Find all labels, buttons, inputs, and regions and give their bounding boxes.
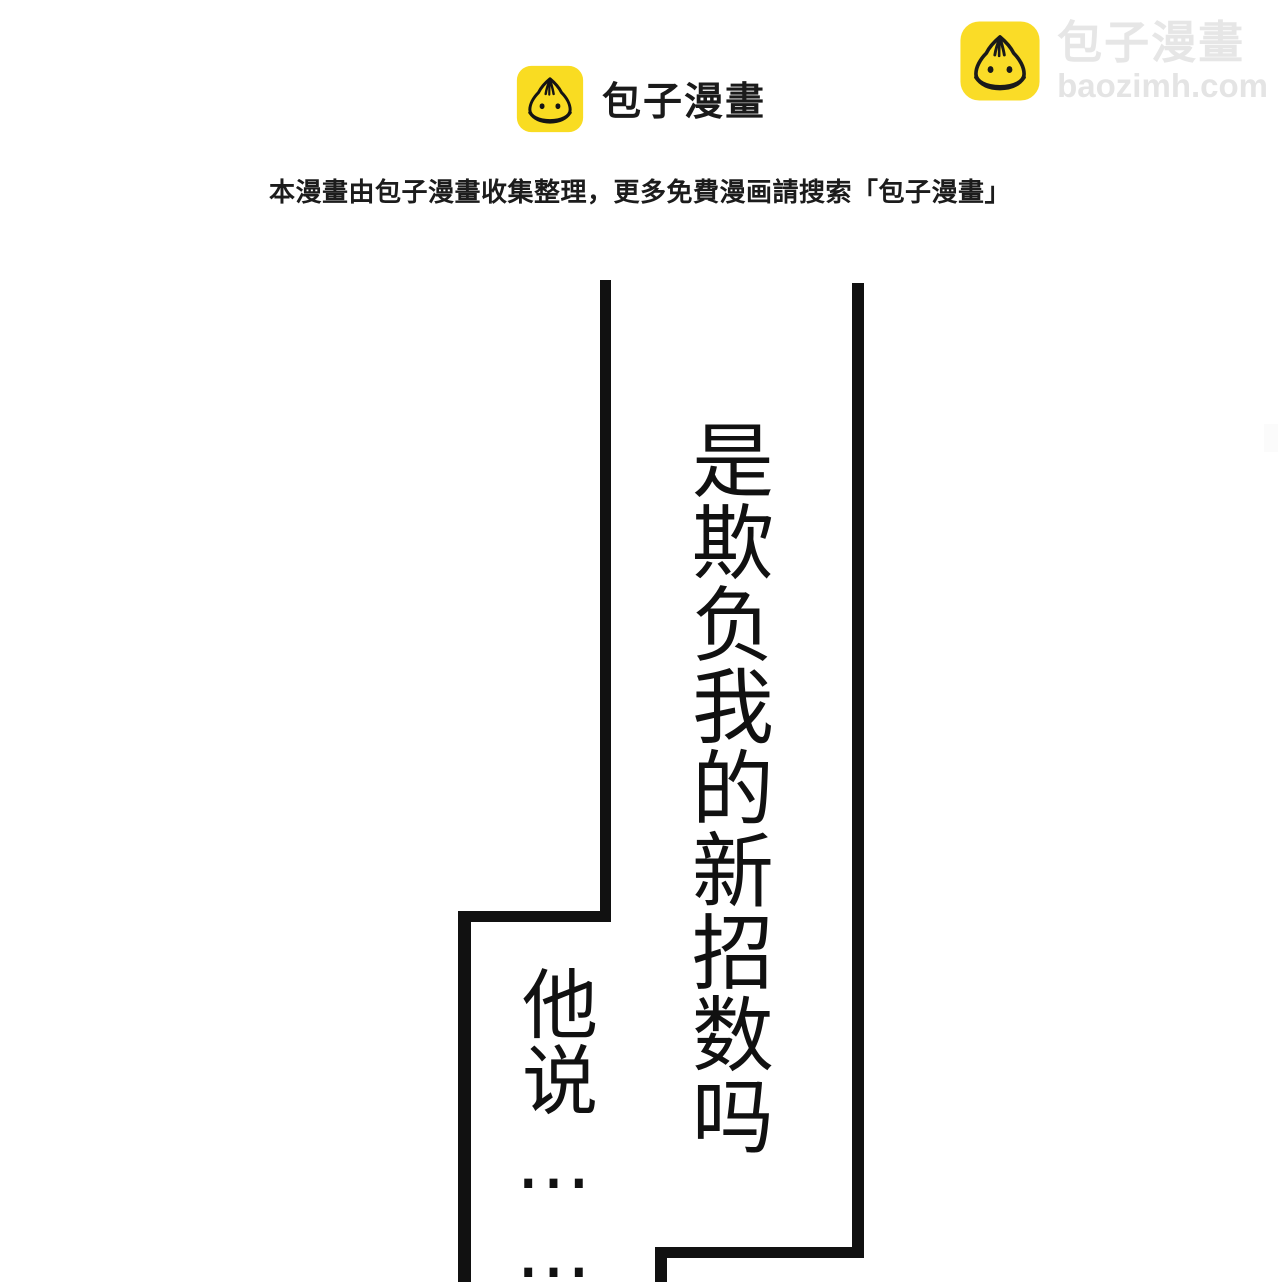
panel-border-lower-step (655, 1247, 864, 1258)
brand-header: 包子漫畫 (0, 63, 1280, 135)
brand-title: 包子漫畫 (601, 81, 766, 124)
baozi-bun-icon (516, 65, 584, 133)
panel-border-left-upper (600, 280, 611, 922)
attribution-notice: 本漫畫由包子漫畫收集整理，更多免費漫画請搜索「包子漫畫」 (268, 177, 1011, 207)
panel-border-bottom-right (655, 1247, 667, 1282)
dialogue-bubble-second: 他说……原 (509, 965, 598, 1282)
dialogue-bubble-main: 是欺负我的新招数吗 (677, 418, 773, 1156)
page-edge-mark (1264, 424, 1278, 452)
panel-border-left-lower (458, 911, 471, 1282)
panel-border-upper-step (458, 911, 611, 922)
panel-border-right-upper (852, 283, 864, 1258)
